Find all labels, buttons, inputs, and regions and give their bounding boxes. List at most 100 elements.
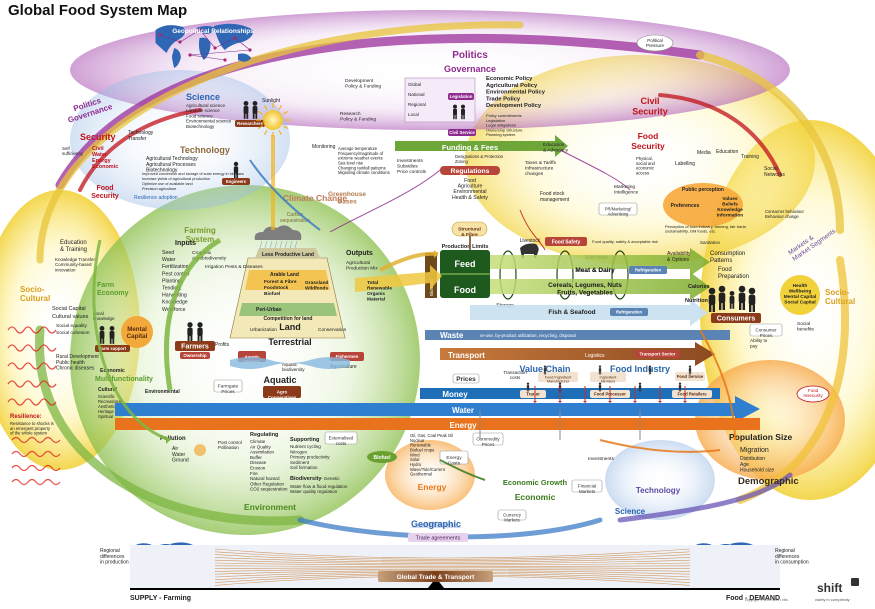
- regulating-item: Disease: [250, 460, 267, 465]
- resilience-wave-icon: [11, 450, 61, 458]
- demand-label: Food - DEMAND: [726, 595, 780, 602]
- nutrition-label: Nutrition: [685, 298, 709, 304]
- trade-line: [214, 570, 691, 575]
- worker-icon: [678, 382, 682, 392]
- genetic-label: - Genetic: [321, 476, 340, 481]
- regulating-item: Air Quality: [250, 444, 272, 449]
- health-circle: [780, 275, 820, 315]
- security-item: Energy: [92, 158, 112, 164]
- funding-fees-label: Funding & Fees: [442, 143, 498, 152]
- regulations-pill: [440, 166, 500, 175]
- trade-line: [214, 551, 691, 560]
- rain-icon: [289, 240, 293, 249]
- food-stock-link: [519, 209, 546, 251]
- box-label: Researchers: [237, 121, 263, 126]
- policy-note: Planning system: [486, 132, 516, 137]
- box-label: Food Retailers: [677, 391, 707, 396]
- mental-capital-circle: [121, 316, 153, 348]
- resilience-title: Resilience:: [10, 414, 42, 420]
- network-node: [223, 58, 227, 62]
- pollution-item: Water: [172, 452, 185, 458]
- resilience-wave-icon: [11, 478, 61, 486]
- tech-note: Improved conversion and storage of solar…: [142, 172, 244, 176]
- less-productive-label: Less Productive Land: [262, 252, 314, 258]
- worker-icon: [638, 382, 642, 392]
- food-flow-arrow: [490, 272, 710, 300]
- network-link: [234, 37, 251, 51]
- meat-dairy-label: Meat & Dairy: [575, 267, 615, 274]
- social-cohesion-label: Social cohesion: [56, 330, 90, 336]
- right-socio-cultural-title: Socio-Cultural: [825, 288, 855, 306]
- preferences-label: Preferences: [671, 203, 700, 209]
- cultural-item: Recreational: [98, 399, 122, 404]
- farmer-icon: [197, 322, 203, 342]
- science-item: Landuse science: [186, 108, 220, 113]
- input-item: Fertilization: [162, 264, 189, 270]
- farm-loop-arrow: [92, 239, 171, 442]
- less-productive-band: [255, 248, 320, 258]
- regulating-item: Fire: [250, 471, 258, 476]
- farmer-icon: [187, 322, 193, 342]
- trade-line: [214, 548, 691, 559]
- inputs-title: Inputs: [175, 240, 196, 247]
- geographic-cap: [410, 521, 462, 528]
- pests-label: Pests & Diseases: [225, 264, 263, 270]
- arrow-head: [434, 250, 438, 258]
- politics-arc: [55, 33, 705, 190]
- meat-dairy-title: Meat & Dairy: [575, 267, 615, 274]
- engineers-box: [222, 178, 250, 185]
- resilience-wave-icon: [11, 464, 61, 472]
- irrigation-label: Irrigation: [205, 264, 224, 270]
- output-item: Material: [367, 297, 385, 303]
- regulating-item: Erosion: [250, 466, 266, 471]
- political-pressure-bubble: [636, 34, 674, 52]
- resilience-wave-icon: [11, 436, 61, 444]
- network-link: [189, 49, 251, 56]
- rain-icon: [279, 240, 283, 249]
- technology-title: Technology: [180, 145, 230, 155]
- economic-title: Economic: [515, 492, 556, 502]
- tech-note: Increase yields of agricultural producti…: [142, 177, 210, 181]
- urbanization-label: Urbanization: [250, 327, 277, 333]
- trader-box: [520, 390, 546, 398]
- public-perception-label: Public perception: [682, 187, 724, 193]
- brand-logo-icon: [851, 578, 859, 586]
- civil-service-box: [448, 129, 476, 136]
- storage-lens: [611, 250, 629, 300]
- trade-line: [214, 554, 691, 562]
- environmental-label: Environmental: [145, 389, 180, 395]
- water-label: Water: [452, 406, 474, 415]
- food-industry-title: Food Industry: [610, 364, 670, 374]
- level-item: Global: [408, 82, 421, 87]
- supporting-item: Sediment: [290, 460, 310, 465]
- consumer-icon: [738, 285, 746, 310]
- biodiversity-label: Biodiversity: [290, 476, 322, 482]
- security-item: Economic: [92, 164, 118, 170]
- top-yellow-arc: [36, 21, 524, 264]
- box-label: Farmers: [181, 343, 209, 350]
- trade-line: [214, 562, 691, 566]
- economic-growth-title: Economic Growth: [503, 478, 568, 487]
- legislation-box: [448, 93, 474, 100]
- transport-sector-box: [635, 350, 680, 358]
- civil-arc: [658, 93, 782, 177]
